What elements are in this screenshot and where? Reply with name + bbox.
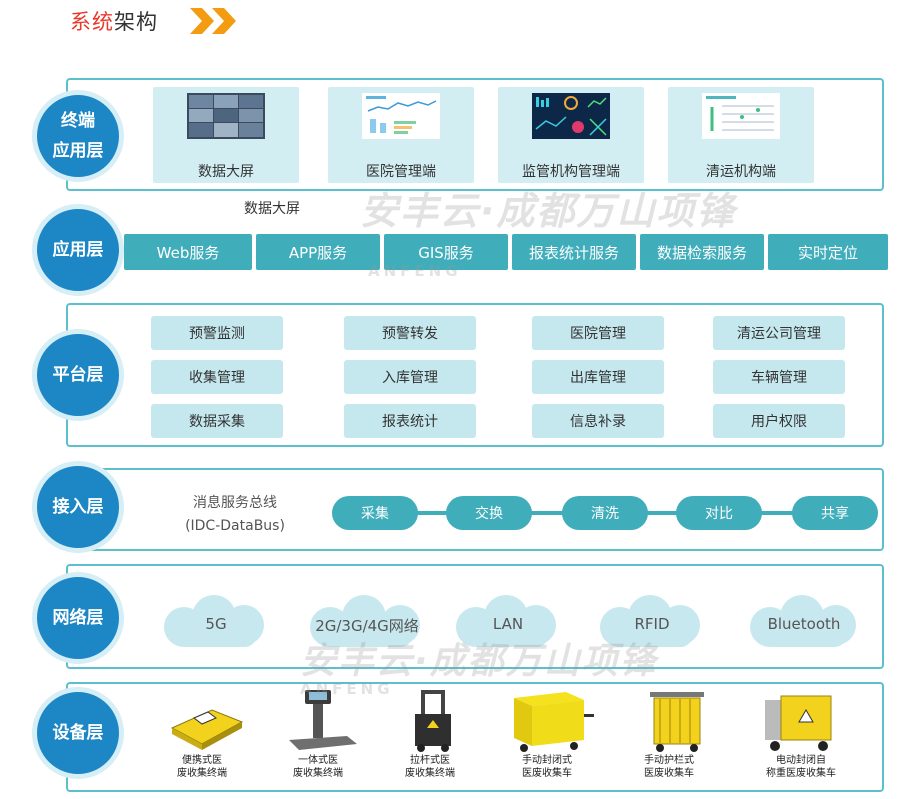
module-vehicles[interactable]: 车辆管理: [713, 360, 845, 394]
device-caption: 手动护栏式医废收集车: [614, 754, 724, 780]
app-card-label: 监管机构管理端: [522, 164, 620, 180]
device-caption-line: 电动封闭自: [776, 755, 826, 766]
platform-layer-label: 平台层: [52, 365, 104, 385]
device-caption-line: 拉杆式医: [410, 755, 450, 766]
service-web[interactable]: Web服务: [124, 234, 252, 270]
cloud-icon: [164, 595, 264, 647]
terminal-layer-badge: 终端应用层: [32, 90, 124, 182]
access-layer-label: 接入层: [52, 497, 104, 517]
device-layer-badge: 设备层: [32, 687, 124, 779]
page-title: 系统架构: [70, 6, 158, 36]
service-gis[interactable]: GIS服务: [384, 234, 508, 270]
integrated-terminal-image: [289, 690, 357, 750]
platform-layer-badge: 平台层: [32, 329, 124, 421]
step-collect[interactable]: 采集: [332, 496, 418, 530]
device-caption: 一体式医废收集终端: [263, 754, 373, 780]
manual-closed-cart-image: [514, 692, 594, 752]
portable-terminal-image: [170, 709, 244, 750]
step-exchange[interactable]: 交换: [446, 496, 532, 530]
data-screen-thumbnail: [187, 93, 265, 139]
module-warning-forward[interactable]: 预警转发: [344, 316, 476, 350]
cloud-icon: [456, 595, 556, 647]
terminal-layer-label-1: 终端: [61, 111, 95, 131]
device-caption-line: 称重医废收集车: [766, 768, 836, 779]
module-data-collect[interactable]: 数据采集: [151, 404, 283, 438]
module-stock-in[interactable]: 入库管理: [344, 360, 476, 394]
module-hospital-manage[interactable]: 医院管理: [532, 316, 664, 350]
step-share[interactable]: 共享: [792, 496, 878, 530]
terminal-layer-label-2: 应用层: [52, 141, 104, 161]
app-card-label: 医院管理端: [366, 164, 436, 180]
step-clean[interactable]: 清洗: [562, 496, 648, 530]
device-layer-label: 设备层: [52, 723, 104, 743]
module-warning-monitor[interactable]: 预警监测: [151, 316, 283, 350]
device-caption-line: 废收集终端: [293, 768, 343, 779]
module-stock-out[interactable]: 出库管理: [532, 360, 664, 394]
module-info-supplement[interactable]: 信息补录: [532, 404, 664, 438]
device-caption-line: 医废收集车: [522, 768, 572, 779]
module-collection[interactable]: 收集管理: [151, 360, 283, 394]
network-layer-badge: 网络层: [32, 572, 124, 664]
service-location[interactable]: 实时定位: [768, 234, 888, 270]
device-caption: 便携式医废收集终端: [147, 754, 257, 780]
network-label: Bluetooth: [767, 615, 841, 633]
service-search[interactable]: 数据检索服务: [640, 234, 764, 270]
network-layer-label: 网络层: [52, 608, 104, 628]
transporter-dashboard-thumbnail: [702, 93, 780, 139]
app-card-transporter[interactable]: 清运机构端: [668, 87, 814, 183]
network-234g-cloud[interactable]: 2G/3G/4G网络: [302, 593, 432, 653]
cloud-icon: [750, 595, 856, 647]
step-compare[interactable]: 对比: [676, 496, 762, 530]
device-caption: 电动封闭自称重医废收集车: [746, 754, 856, 780]
network-rfid-cloud[interactable]: RFID: [592, 593, 712, 653]
terminal-sub-caption: 数据大屏: [244, 201, 300, 217]
device-caption-line: 手动护栏式: [644, 755, 694, 766]
module-reports[interactable]: 报表统计: [344, 404, 476, 438]
cloud-icon: [310, 595, 420, 647]
network-label: RFID: [634, 615, 670, 633]
service-report[interactable]: 报表统计服务: [512, 234, 636, 270]
app-card-label: 数据大屏: [198, 164, 254, 180]
message-bus-title: 消息服务总线: [193, 495, 277, 511]
app-card-hospital[interactable]: 医院管理端: [328, 87, 474, 183]
application-layer-badge: 应用层: [32, 204, 124, 296]
network-bluetooth-cloud[interactable]: Bluetooth: [742, 593, 866, 653]
device-caption-line: 医废收集车: [644, 768, 694, 779]
electric-weighing-cart-image: [765, 695, 832, 751]
device-caption-line: 废收集终端: [177, 768, 227, 779]
device-caption-line: 便携式医: [182, 755, 222, 766]
title-red-part: 系统: [70, 10, 114, 34]
message-bus-subtitle: (IDC-DataBus): [185, 518, 285, 534]
double-chevron-icon: [190, 8, 236, 34]
module-user-permissions[interactable]: 用户权限: [713, 404, 845, 438]
message-bus-label: 消息服务总线 (IDC-DataBus): [150, 492, 320, 538]
hospital-dashboard-thumbnail: [362, 93, 440, 139]
device-caption: 拉杆式医废收集终端: [375, 754, 485, 780]
device-caption: 手动封闭式医废收集车: [492, 754, 602, 780]
module-transport-company[interactable]: 清运公司管理: [713, 316, 845, 350]
app-card-regulator[interactable]: 监管机构管理端: [498, 87, 644, 183]
network-label: LAN: [492, 615, 524, 633]
trolley-terminal-image: [415, 690, 451, 752]
network-label: 5G: [205, 615, 227, 633]
network-5g-cloud[interactable]: 5G: [156, 593, 276, 653]
cloud-icon: [600, 595, 700, 647]
application-layer-label: 应用层: [52, 240, 104, 260]
device-caption-line: 手动封闭式: [522, 755, 572, 766]
network-lan-cloud[interactable]: LAN: [448, 593, 568, 653]
app-card-data-screen[interactable]: 数据大屏: [153, 87, 299, 183]
app-card-label: 清运机构端: [706, 164, 776, 180]
access-layer-badge: 接入层: [32, 461, 124, 553]
watermark-sub-upper: ANFENG: [368, 262, 462, 280]
network-label: 2G/3G/4G网络: [315, 617, 419, 635]
device-caption-line: 一体式医: [298, 755, 338, 766]
guardrail-cart-image: [650, 692, 704, 752]
device-caption-line: 废收集终端: [405, 768, 455, 779]
regulator-dashboard-thumbnail: [532, 93, 610, 139]
service-app[interactable]: APP服务: [256, 234, 380, 270]
title-dark-part: 架构: [114, 10, 158, 34]
watermark-sub-lower: ANFENG: [300, 680, 394, 698]
